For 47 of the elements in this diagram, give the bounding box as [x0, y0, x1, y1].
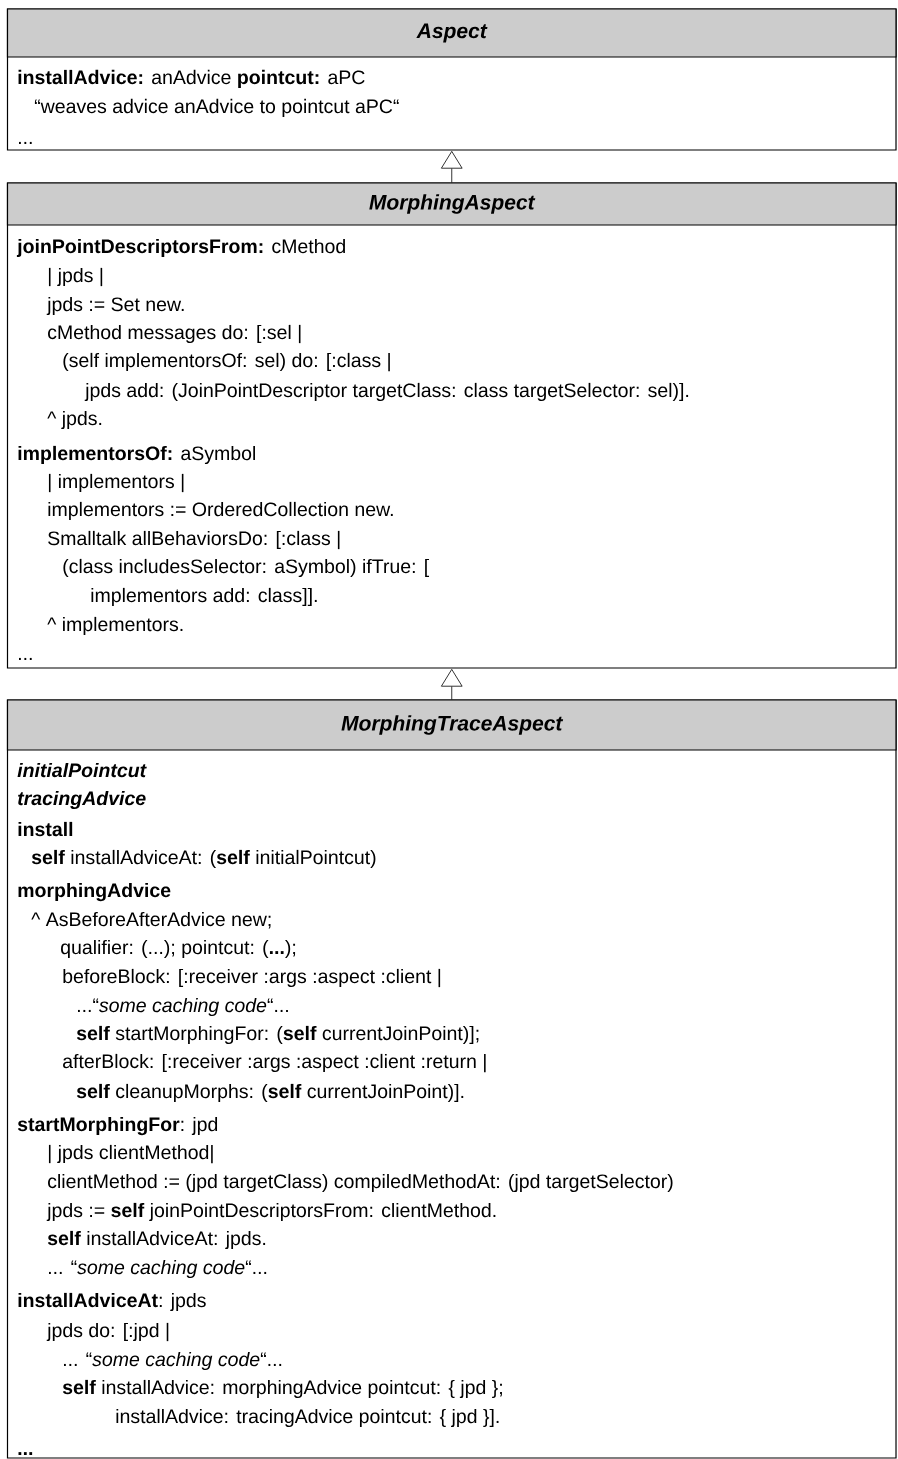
- code-line: self installAdviceAt: jpds.: [47, 1230, 266, 1250]
- code-line: cMethod messages do: [:sel |: [48, 324, 301, 344]
- class-header: MorphingTraceAspect: [6, 699, 897, 751]
- code-line: ... “some caching code“...: [63, 1351, 282, 1371]
- inheritance-arrow: [441, 150, 463, 183]
- code-line: ^ jpds.: [47, 410, 102, 430]
- code-line: qualifier: (...); pointcut: (...);: [61, 939, 296, 959]
- code-line: self cleanupMorphs: (self currentJoinPoint)].: [76, 1083, 464, 1103]
- code-line: implementors add: class]].: [91, 587, 317, 607]
- code-line: ...: [18, 1452, 33, 1455]
- code-line: installAdvice: tracingAdvice pointcut: { jpd }].: [116, 1408, 499, 1428]
- code-line: implementors := OrderedCollection new.: [48, 501, 393, 521]
- inheritance-arrow: [441, 669, 463, 700]
- code-line: | implementors |: [48, 473, 184, 493]
- code-line: self installAdvice: morphingAdvice pointcut: { jpd };: [62, 1379, 502, 1399]
- code-line: implementorsOf: aSymbol: [18, 445, 255, 465]
- code-line: ...: [18, 657, 32, 660]
- code-line: self installAdviceAt: (self initialPointcut): [31, 849, 376, 869]
- code-line: installAdviceAt: jpds: [18, 1292, 206, 1312]
- code-line: jpds do: [:jpd |: [46, 1322, 169, 1342]
- code-line: (class includesSelector: aSymbol) ifTrue: [: [63, 558, 429, 578]
- code-line: ...“some caching code“...: [77, 997, 288, 1017]
- class-header: MorphingAspect: [6, 182, 897, 226]
- code-line: (self implementorsOf: sel) do: [:class |: [63, 352, 390, 372]
- code-line: Smalltalk allBehaviorsDo: [:class |: [48, 530, 340, 550]
- code-line: self startMorphingFor: (self currentJoinPoint)];: [76, 1025, 479, 1045]
- code-line: jpds := Set new.: [46, 296, 184, 316]
- code-line: startMorphingFor: jpd: [17, 1116, 218, 1136]
- code-line: initialPointcut: [17, 762, 147, 778]
- code-line: ^ implementors.: [47, 616, 183, 636]
- code-line: install: [18, 821, 73, 837]
- code-line: morphingAdvice: [18, 882, 171, 902]
- code-line: clientMethod := (jpd targetClass) compiledMethodAt: (jpd targetSelector): [48, 1173, 673, 1193]
- code-line: ...: [18, 141, 32, 144]
- code-line: | jpds |: [48, 267, 103, 287]
- code-line: jpds := self joinPointDescriptorsFrom: clientMethod.: [46, 1202, 496, 1222]
- code-line: beforeBlock: [:receiver :args :aspect :client |: [63, 968, 441, 988]
- code-line: afterBlock: [:receiver :args :aspect :client :return |: [63, 1053, 486, 1073]
- code-line: | jpds clientMethod|: [48, 1144, 213, 1164]
- code-line: joinPointDescriptorsFrom: cMethod: [16, 238, 345, 258]
- code-line: ... “some caching code“...: [48, 1259, 267, 1279]
- code-line: jpds add: (JoinPointDescriptor targetClass: class targetSelector: sel)].: [84, 382, 689, 402]
- code-line: “weaves advice anAdvice to pointcut aPC“: [34, 98, 399, 118]
- class-header: Aspect: [6, 8, 897, 58]
- code-line: tracingAdvice: [18, 790, 146, 810]
- code-line: installAdvice: anAdvice pointcut: aPC: [18, 69, 365, 89]
- code-line: ^ AsBeforeAfterAdvice new;: [31, 911, 271, 929]
